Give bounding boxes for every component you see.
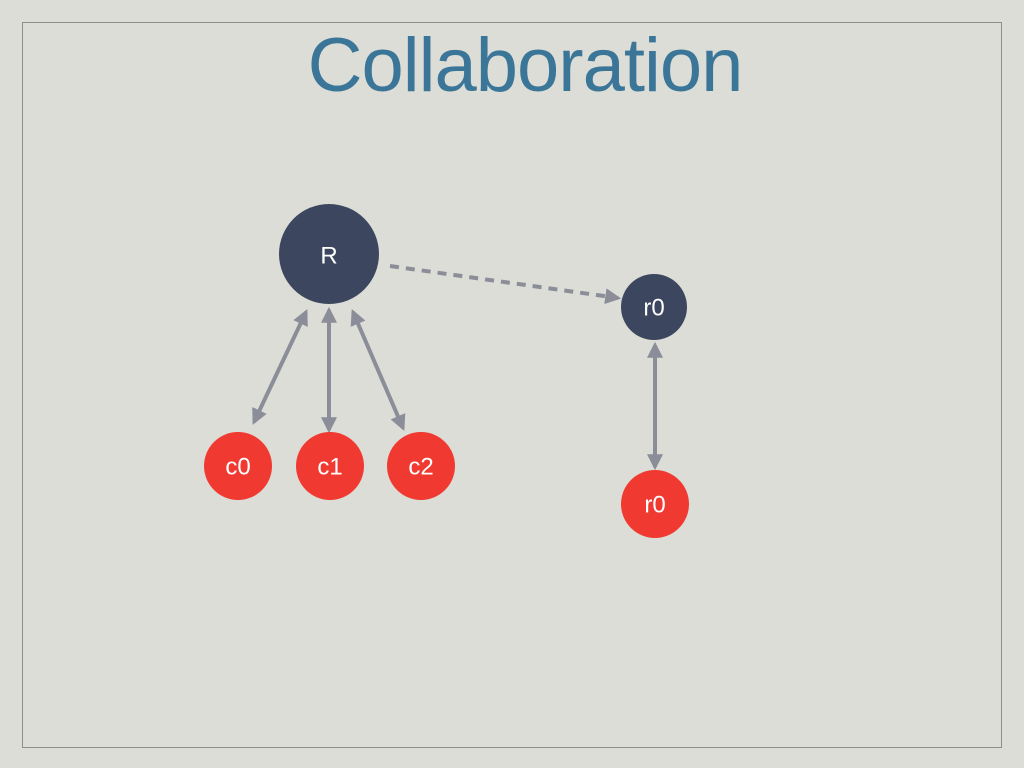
slide-frame	[22, 22, 1002, 748]
node-r0-bottom-circle	[621, 470, 689, 538]
node-c1: c1	[296, 432, 364, 500]
node-c2-label: c2	[408, 454, 433, 481]
node-c2: c2	[387, 432, 455, 500]
slide-title: Collaboration	[307, 23, 744, 108]
node-c1-circle	[296, 432, 364, 500]
edge-R-r0	[389, 264, 622, 305]
node-r0-bottom-label: r0	[644, 492, 665, 519]
node-r0-top: r0	[621, 274, 687, 340]
node-R-label: R	[320, 243, 337, 270]
edge-R-c0	[252, 309, 308, 425]
node-c1-label: c1	[317, 454, 342, 481]
node-c2-circle	[387, 432, 455, 500]
node-c0: c0	[204, 432, 272, 500]
node-r0-bottom: r0	[621, 470, 689, 538]
node-R-circle	[279, 204, 379, 304]
node-c0-label: c0	[225, 454, 250, 481]
node-r0-top-label: r0	[643, 295, 664, 322]
node-c0-circle	[204, 432, 272, 500]
node-r0-top-circle	[621, 274, 687, 340]
edge-R-c2	[350, 309, 406, 431]
node-R: R	[279, 204, 379, 304]
